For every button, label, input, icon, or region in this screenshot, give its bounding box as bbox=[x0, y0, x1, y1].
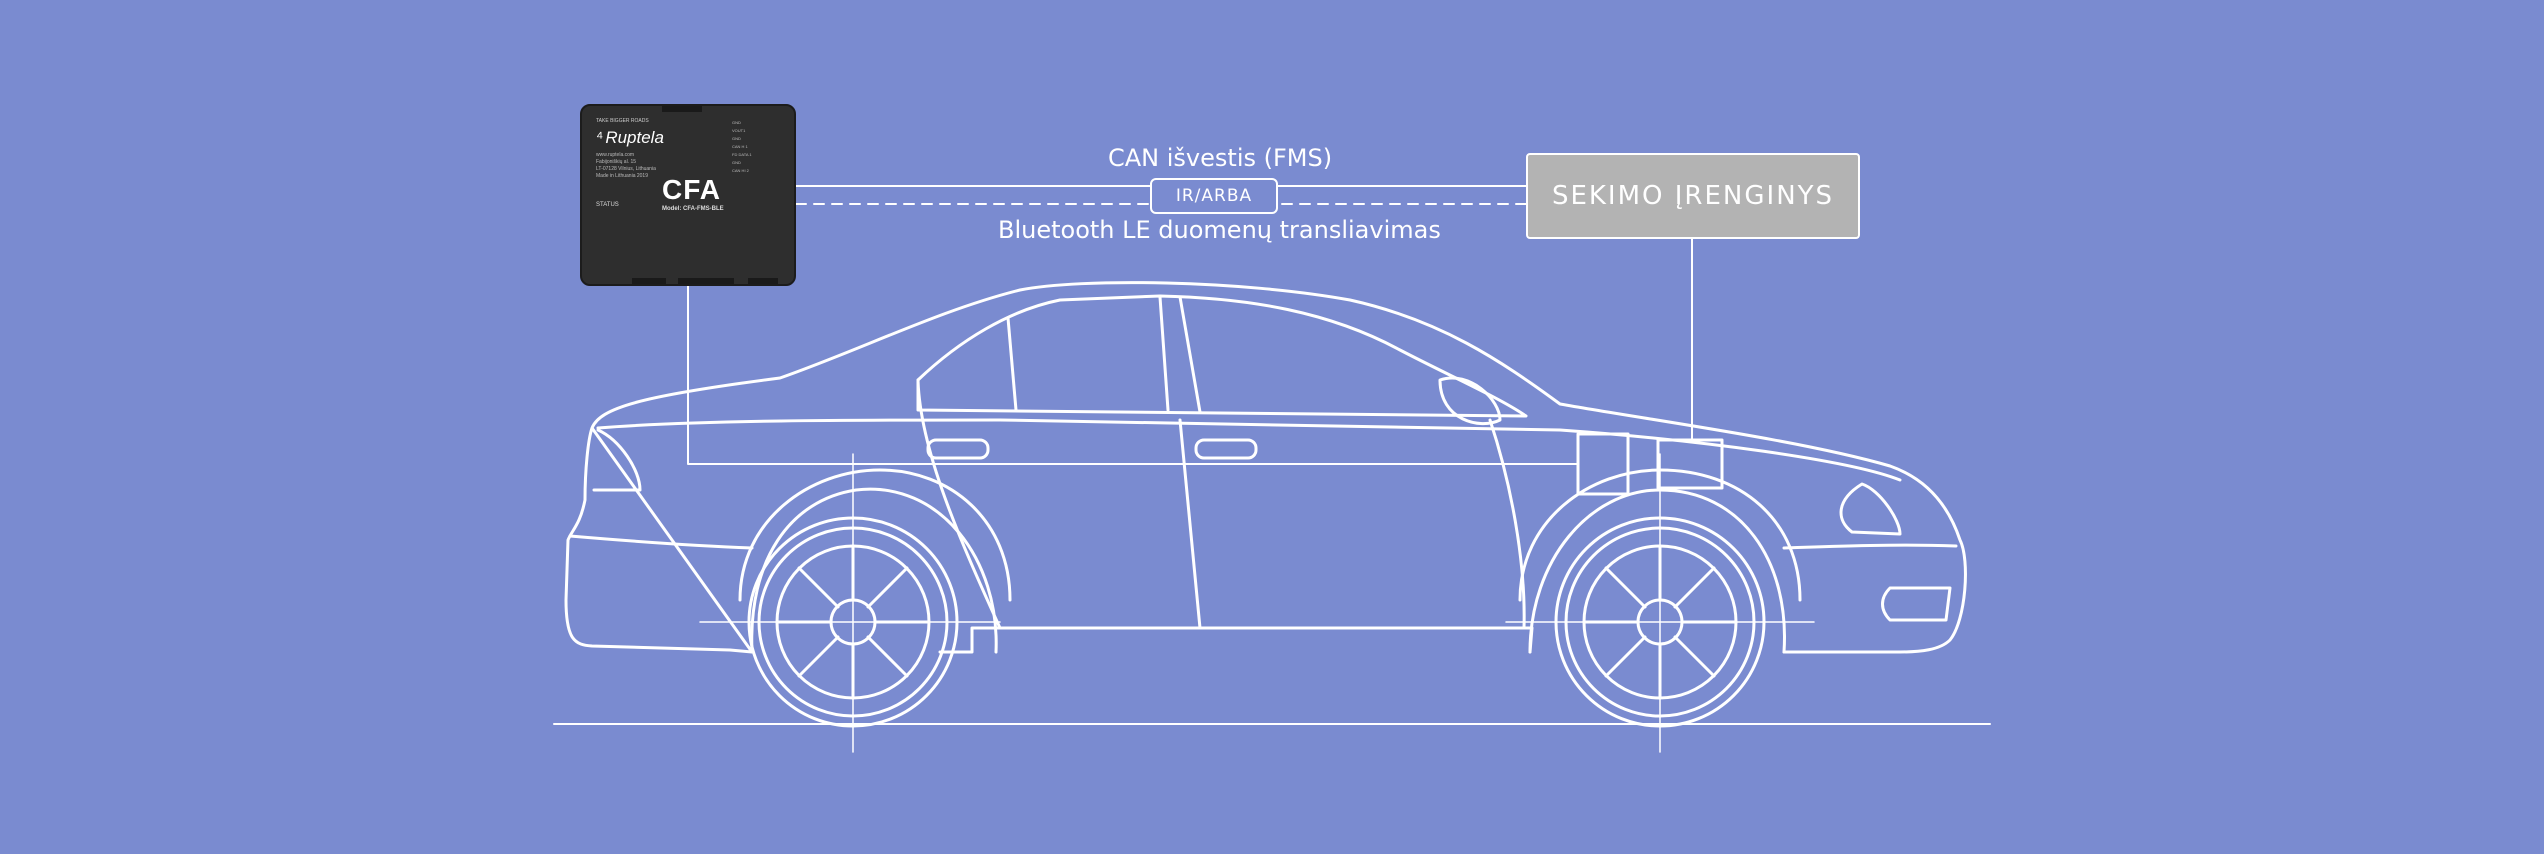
device-address-line: www.ruptela.com bbox=[596, 152, 635, 158]
device-pin-label: CAN H 1 bbox=[732, 144, 748, 149]
front-wheel bbox=[1505, 453, 1815, 753]
device-to-can-line bbox=[687, 285, 1579, 465]
device-pin-label: CAN HI 2 bbox=[732, 168, 749, 173]
device-status-label: STATUS bbox=[596, 202, 619, 208]
or-label: IR/ARBA bbox=[1150, 178, 1278, 214]
window-outline bbox=[916, 294, 1528, 418]
door-handle-rear bbox=[1194, 438, 1258, 460]
device-pin-label: FD DATA 1 bbox=[732, 152, 752, 157]
door-handle-front bbox=[926, 438, 990, 460]
device-model: CFA bbox=[662, 174, 721, 205]
can-output-label: CAN išvestis (FMS) bbox=[1108, 144, 1333, 172]
device-address-line: Fabijoniškių al. 15 bbox=[596, 159, 637, 165]
device-address-line: Made in Lithuania 2019 bbox=[596, 173, 648, 179]
tracking-device-box: SEKIMO ĮRENGINYS bbox=[1526, 153, 1860, 239]
rear-wheel bbox=[699, 453, 1001, 753]
car-body-outline bbox=[564, 281, 1967, 654]
tracker-mount-box bbox=[1656, 438, 1724, 490]
device-pin-label: VOUT1 bbox=[732, 128, 746, 133]
device-pin-label: GND bbox=[732, 120, 741, 125]
device-model-sub: Model: CFA-FMS-BLE bbox=[662, 206, 724, 212]
bluetooth-label: Bluetooth LE duomenų transliavimas bbox=[998, 216, 1441, 244]
device-pin-label: GND bbox=[732, 136, 741, 141]
device-tagline: TAKE BIGGER ROADS bbox=[596, 118, 649, 124]
device-pin-label: GND bbox=[732, 160, 741, 165]
device-address-line: LT-07128 Vilnius, Lithuania bbox=[596, 166, 656, 172]
can-interface-box bbox=[1576, 432, 1630, 496]
